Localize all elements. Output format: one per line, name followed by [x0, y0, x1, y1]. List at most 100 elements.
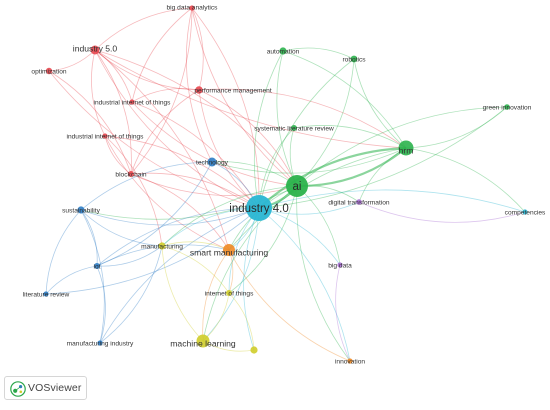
node-smart-manufacturing[interactable]: [223, 244, 235, 256]
link-manufacturing--smart-manufacturing: [161, 241, 230, 251]
link-optimization--industry-4-0: [48, 70, 260, 209]
node-systematic-literature-review[interactable]: [291, 125, 297, 131]
node-industrial-iot-2[interactable]: [102, 133, 108, 139]
link-performance-management--industry-4-0: [198, 89, 260, 209]
link-robotics--ai: [296, 58, 355, 187]
link-smart-manufacturing--innovation: [228, 249, 351, 362]
link-industry-5-0--blockchain: [94, 49, 132, 175]
link-technology--iot: [96, 161, 213, 267]
link-hrm--ai: [296, 147, 407, 188]
link-performance-management--industrial-iot-1: [131, 88, 200, 103]
node-innovation[interactable]: [347, 358, 353, 364]
link-performance-management--blockchain: [130, 89, 200, 175]
link-industry-5-0--smart-manufacturing: [94, 49, 230, 251]
node-performance-management[interactable]: [195, 86, 203, 94]
node-automation[interactable]: [279, 47, 287, 55]
node-label-blockchain: blockchain: [115, 171, 146, 178]
node-industry-5-0[interactable]: [90, 45, 100, 55]
link-manufacturing-industry--manufacturing: [99, 245, 163, 344]
link-industry-4-0--unlabeled-yellow: [243, 207, 260, 351]
node-literature-review[interactable]: [43, 291, 49, 297]
link-technology--sustainability: [80, 161, 213, 211]
link-ai--internet-of-things: [228, 185, 298, 294]
node-big-data[interactable]: [337, 262, 343, 268]
node-competencies[interactable]: [522, 209, 528, 215]
node-label-green-innovation: green innovation: [483, 104, 532, 111]
link-industry-5-0--performance-management: [94, 49, 200, 91]
node-big-data-analytics[interactable]: [189, 5, 195, 11]
node-label-internet-of-things: internet of things: [205, 290, 254, 297]
link-hrm--technology: [211, 147, 407, 174]
node-label-digital-transformation: digital transformation: [328, 199, 390, 206]
node-manufacturing[interactable]: [158, 242, 166, 250]
node-label-robotics: robotics: [342, 56, 366, 63]
link-ai--sustainability: [80, 185, 298, 220]
link-robotics--industry-4-0: [258, 58, 355, 209]
link-optimization--blockchain: [48, 70, 132, 175]
node-label-manufacturing-industry: manufacturing industry: [67, 340, 134, 347]
link-big-data-analytics--technology: [185, 7, 213, 163]
link-digital-transformation--competencies: [358, 201, 526, 223]
node-label-industry-4-0: industry 4.0: [229, 203, 288, 215]
link-blockchain--ai: [130, 173, 298, 196]
node-green-innovation[interactable]: [504, 104, 510, 110]
link-big-data-analytics--ai: [191, 7, 298, 187]
node-technology[interactable]: [207, 157, 217, 167]
link-ai--machine-learning: [202, 185, 298, 342]
node-label-performance-management: performance management: [194, 87, 272, 94]
vosviewer-logo-icon: [10, 381, 26, 397]
nodes-layer: [43, 5, 528, 364]
link-industrial-iot-1--industry-4-0: [131, 101, 260, 209]
node-industry-4-0[interactable]: [246, 195, 272, 221]
link-industry-4-0--innovation: [258, 207, 351, 362]
link-big-data-analytics--performance-management: [191, 7, 204, 91]
link-literature-review--industry-4-0: [45, 207, 260, 295]
link-automation--hrm: [282, 50, 407, 149]
node-label-literature-review: literature review: [23, 291, 70, 298]
node-label-optimization: optimization: [31, 68, 67, 75]
node-label-technology: technology: [196, 159, 229, 166]
vosviewer-logo-text: VOSviewer: [28, 382, 82, 394]
link-hrm--digital-transformation: [358, 147, 407, 203]
link-big-data-analytics--blockchain: [130, 7, 193, 175]
node-manufacturing-industry[interactable]: [97, 340, 103, 346]
link-sustainability--iot: [80, 209, 98, 267]
link-industry-4-0--machine-learning: [202, 207, 260, 342]
node-industrial-iot-1[interactable]: [129, 99, 135, 105]
link-industrial-iot-2--manufacturing: [104, 135, 163, 247]
node-machine-learning[interactable]: [196, 334, 210, 348]
link-automation--ai: [276, 50, 298, 187]
vosviewer-logo: VOSviewer: [4, 376, 87, 400]
node-label-industry-5-0: industry 5.0: [73, 43, 118, 53]
node-sustainability[interactable]: [77, 206, 85, 214]
link-internet-of-things--machine-learning: [202, 292, 230, 342]
node-label-hrm: hrm: [399, 145, 414, 155]
node-label-manufacturing: manufacturing: [141, 243, 183, 250]
node-ai[interactable]: [286, 175, 308, 197]
link-iot--manufacturing: [96, 245, 163, 267]
link-smart-manufacturing--machine-learning: [202, 249, 230, 342]
node-label-innovation: innovation: [335, 358, 365, 365]
link-industry-5-0--industry-4-0: [94, 49, 260, 209]
link-industrial-iot-2--industry-4-0: [104, 135, 260, 209]
node-robotics[interactable]: [350, 55, 358, 63]
link-sustainability--manufacturing: [80, 209, 163, 247]
link-hrm--smart-manufacturing: [228, 147, 407, 251]
node-hrm[interactable]: [398, 140, 414, 156]
node-unlabeled-yellow[interactable]: [250, 346, 258, 354]
link-manufacturing--machine-learning: [161, 245, 204, 342]
link-green-innovation--hrm: [405, 106, 508, 149]
node-optimization[interactable]: [45, 67, 53, 75]
link-sustainability--manufacturing-industry: [80, 209, 105, 344]
link-industrial-iot-2--blockchain: [104, 135, 132, 175]
link-industrial-iot-2--smart-manufacturing: [104, 135, 230, 251]
link-green-innovation--industry-4-0: [258, 106, 508, 209]
node-digital-transformation[interactable]: [356, 199, 362, 205]
link-hrm--competencies: [405, 147, 526, 213]
node-iot[interactable]: [94, 263, 100, 269]
node-blockchain[interactable]: [128, 171, 134, 177]
node-internet-of-things[interactable]: [226, 290, 232, 296]
